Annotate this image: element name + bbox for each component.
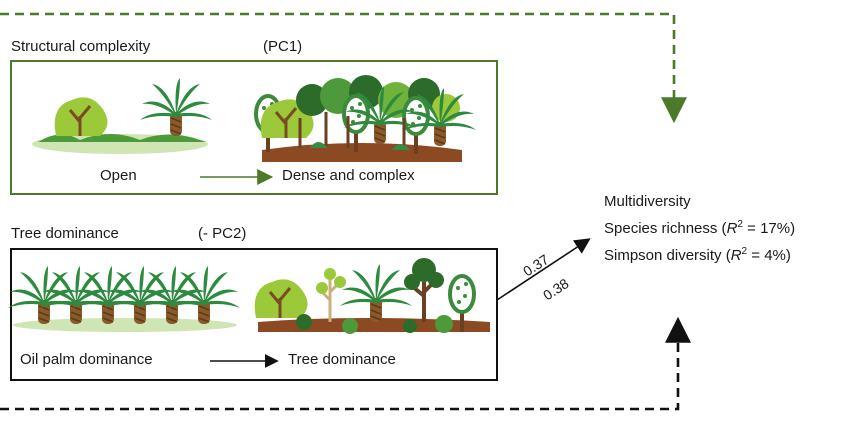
multidiversity-title: Multidiversity (604, 193, 691, 210)
pc2-label: (- PC2) (198, 225, 247, 242)
oil-palm-plantation-illustration (7, 265, 241, 332)
open-landscape-illustration (32, 77, 213, 154)
path-to-multidiversity-arrow (496, 238, 591, 301)
simpson-diversity-line: Simpson diversity (R2 = 4%) (604, 246, 791, 264)
mixed-forest-illustration (253, 258, 490, 334)
structural-complexity-panel (10, 60, 498, 195)
structural-complexity-title: Structural complexity (11, 38, 151, 55)
multidiversity-block: Multidiversity Species richness (R2 = 17… (604, 190, 795, 267)
dense-forest-illustration (254, 75, 477, 162)
open-label: Open (100, 167, 137, 184)
pc1-label: (PC1) (263, 38, 303, 55)
oil-palm-dominance-label: Oil palm dominance (20, 351, 153, 368)
structural-feedback-arrow (0, 12, 687, 124)
tree-dominance-title: Tree dominance (11, 225, 119, 242)
species-richness-line: Species richness (R2 = 17%) (604, 219, 796, 237)
tree-dominance-label: Tree dominance (288, 351, 396, 368)
dense-complex-label: Dense and complex (282, 167, 415, 184)
tree-dominance-feedback-arrow (0, 316, 691, 411)
tree-dominance-panel (10, 248, 498, 381)
